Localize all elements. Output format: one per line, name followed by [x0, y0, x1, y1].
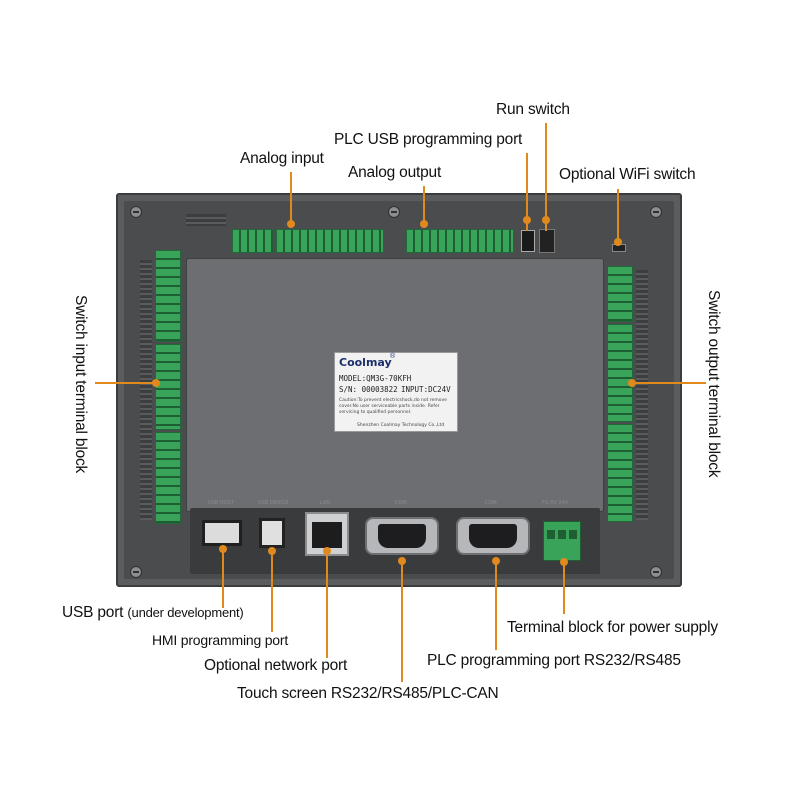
leader-line — [526, 153, 528, 231]
leader-dot — [420, 220, 428, 228]
leader-line — [271, 550, 273, 632]
label-plc-usb-port: PLC USB programming port — [334, 131, 523, 148]
nameplate-sticker: Coolmay ® MODEL:QM3G-70KFH S/N: 00003822… — [334, 352, 458, 432]
analog-input-terminal-a — [232, 229, 274, 253]
silk-usb-device: USB DEVICE — [258, 500, 289, 506]
sticker-model: MODEL:QM3G-70KFH — [339, 374, 412, 383]
label-analog-output: Analog output — [348, 164, 442, 181]
registered-mark: ® — [390, 353, 396, 360]
leader-line — [633, 382, 706, 384]
sticker-company: Shenzhen Coolmay Technology Co.,Ltd — [357, 423, 445, 428]
switch-output-terminal-2 — [607, 324, 633, 422]
leader-dot — [152, 379, 160, 387]
switch-input-terminal-1 — [155, 250, 181, 342]
leader-line — [401, 560, 403, 682]
silk-com2: COM — [485, 500, 497, 506]
label-usb-port: USB port (under development) — [62, 604, 244, 621]
leader-dot — [523, 216, 531, 224]
switch-input-terminal-2 — [155, 344, 181, 430]
silk-usb-host: USB HOST — [208, 500, 234, 506]
leader-line — [617, 189, 619, 244]
leader-line — [95, 382, 157, 384]
screw-icon — [650, 566, 662, 578]
switch-output-terminal-3 — [607, 424, 633, 522]
run-switch — [539, 229, 555, 253]
leader-dot — [628, 379, 636, 387]
analog-output-terminal — [406, 229, 514, 253]
usb-a-port — [202, 520, 242, 546]
label-switch-input: Switch input terminal block — [72, 295, 89, 474]
silk-lan: LAN — [320, 500, 331, 506]
screw-icon — [650, 206, 662, 218]
sticker-input: INPUT:DC24V — [401, 385, 451, 394]
leader-dot — [560, 558, 568, 566]
leader-dot — [614, 238, 622, 246]
db9-touchscreen-port — [365, 517, 439, 555]
label-touch-screen-port: Touch screen RS232/RS485/PLC-CAN — [237, 685, 499, 702]
label-wifi-switch: Optional WiFi switch — [559, 166, 696, 183]
brand-logo: Coolmay — [339, 356, 392, 369]
silk-com: COM — [395, 500, 407, 506]
leader-line — [545, 123, 547, 231]
vent — [186, 214, 226, 226]
leader-dot — [492, 557, 500, 565]
sticker-serial: S/N: 00003822 — [339, 385, 398, 394]
usb-b-port — [259, 518, 285, 548]
leader-dot — [323, 547, 331, 555]
label-plc-programming-port: PLC programming port RS232/RS485 — [427, 652, 681, 669]
leader-dot — [287, 220, 295, 228]
label-analog-input: Analog input — [240, 150, 324, 167]
vent — [140, 260, 152, 520]
analog-input-terminal-b — [276, 229, 384, 253]
label-network-port: Optional network port — [204, 657, 348, 674]
silk-power: FG 0V 24V — [542, 500, 569, 506]
leader-line — [563, 562, 565, 614]
rj45-socket — [312, 522, 342, 548]
vent — [636, 270, 648, 520]
label-hmi-port: HMI programming port — [152, 632, 289, 648]
power-terminal-block — [543, 521, 581, 561]
leader-dot — [219, 545, 227, 553]
screw-icon — [130, 566, 142, 578]
sticker-caution: Caution:To prevent electricshock,do not … — [339, 398, 447, 415]
switch-input-terminal-3 — [155, 432, 181, 524]
screw-icon — [388, 206, 400, 218]
leader-line — [326, 550, 328, 658]
leader-dot — [398, 557, 406, 565]
label-switch-output: Switch output terminal block — [705, 290, 722, 478]
plc-usb-port — [521, 230, 535, 252]
db9-socket — [469, 524, 517, 548]
leader-dot — [268, 547, 276, 555]
back-cover-panel — [186, 258, 604, 512]
label-run-switch: Run switch — [496, 101, 570, 118]
leader-line — [290, 172, 292, 227]
leader-dot — [542, 216, 550, 224]
db9-socket — [378, 524, 426, 548]
leader-line — [423, 186, 425, 227]
leader-line — [495, 560, 497, 650]
label-power-terminal-block: Terminal block for power supply — [507, 619, 718, 636]
screw-icon — [130, 206, 142, 218]
switch-output-terminal-1 — [607, 266, 633, 322]
leader-line — [222, 548, 224, 608]
